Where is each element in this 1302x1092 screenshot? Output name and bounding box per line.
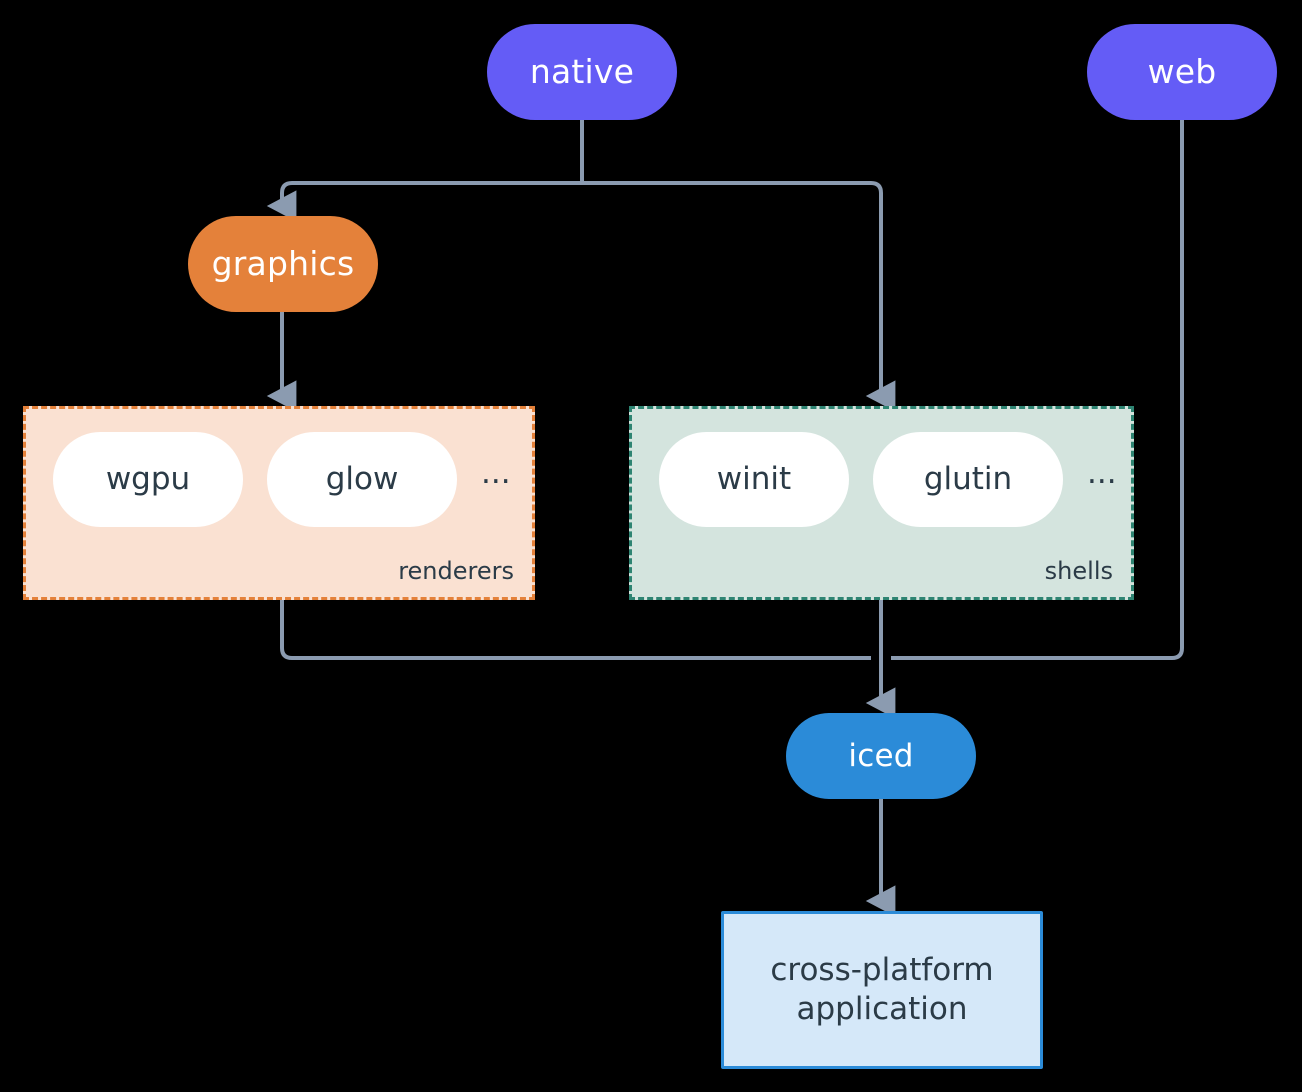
- chip-winit-label: winit: [716, 461, 792, 497]
- chip-wgpu-label: wgpu: [105, 461, 191, 497]
- chip-glow[interactable]: glow: [267, 431, 457, 527]
- group-renderers-items: wgpu glow ...: [26, 427, 532, 531]
- group-shells-items: winit glutin ...: [632, 427, 1131, 531]
- node-iced-label: iced: [848, 737, 914, 774]
- node-iced[interactable]: iced: [786, 713, 976, 799]
- node-native[interactable]: native: [487, 24, 677, 120]
- chip-winit[interactable]: winit: [659, 431, 849, 527]
- chip-glow-label: glow: [325, 461, 399, 497]
- application-label-line2: application: [796, 991, 968, 1027]
- node-cross-platform-application[interactable]: cross-platform application: [721, 911, 1043, 1069]
- group-renderers-caption: renderers: [398, 557, 514, 585]
- node-web[interactable]: web: [1087, 24, 1277, 120]
- chip-glutin-label: glutin: [923, 461, 1013, 497]
- group-renderers: wgpu glow ... renderers: [23, 406, 535, 600]
- group-shells-caption: shells: [1044, 557, 1113, 585]
- node-native-label: native: [529, 52, 635, 92]
- node-graphics-label: graphics: [211, 244, 355, 284]
- group-shells: winit glutin ... shells: [629, 406, 1134, 600]
- chip-glutin[interactable]: glutin: [873, 431, 1063, 527]
- node-graphics[interactable]: graphics: [188, 216, 378, 312]
- edge-native-to-shells: [582, 181, 896, 412]
- shells-overflow-ellipsis: ...: [1087, 454, 1117, 491]
- application-label-line1: cross-platform: [770, 952, 994, 989]
- chip-wgpu[interactable]: wgpu: [53, 431, 243, 527]
- edge-native-to-graphics: [266, 181, 582, 222]
- node-web-label: web: [1147, 52, 1217, 92]
- renderers-overflow-ellipsis: ...: [481, 454, 511, 491]
- edge-renderers-to-iced: [280, 600, 871, 660]
